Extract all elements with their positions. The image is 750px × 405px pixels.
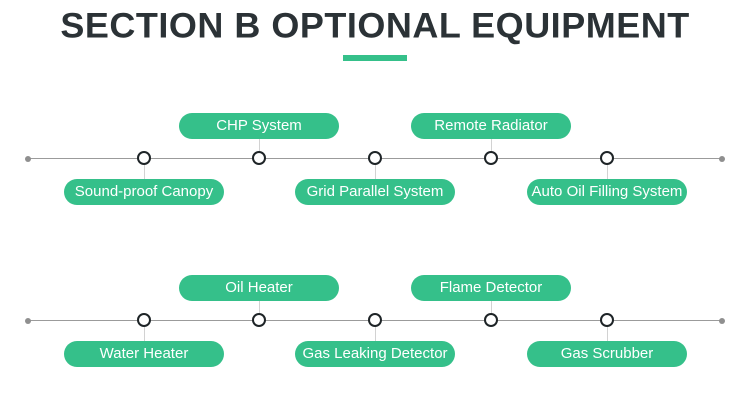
node-circle-icon (600, 313, 614, 327)
node-connector (491, 139, 492, 158)
node-connector (607, 159, 608, 179)
equipment-label: CHP System (179, 113, 339, 139)
node-circle-icon (252, 313, 266, 327)
equipment-label: Remote Radiator (411, 113, 571, 139)
equipment-label: Gas Leaking Detector (295, 341, 455, 367)
timeline-node-chp-system: CHP System (179, 100, 339, 210)
equipment-label: Sound-proof Canopy (64, 179, 224, 205)
node-connector (607, 321, 608, 341)
node-circle-icon (368, 151, 382, 165)
node-connector (375, 321, 376, 341)
timeline-node-gas-leaking-detector: Gas Leaking Detector (295, 262, 455, 372)
node-circle-icon (484, 313, 498, 327)
timeline-node-remote-radiator: Remote Radiator (411, 100, 571, 210)
timeline-endpoint-left (25, 156, 31, 162)
timeline-node-sound-proof-canopy: Sound-proof Canopy (64, 100, 224, 210)
equipment-label: Water Heater (64, 341, 224, 367)
node-circle-icon (600, 151, 614, 165)
equipment-label: Grid Parallel System (295, 179, 455, 205)
equipment-label: Gas Scrubber (527, 341, 687, 367)
node-circle-icon (137, 313, 151, 327)
node-connector (491, 301, 492, 320)
node-connector (259, 139, 260, 158)
node-connector (375, 159, 376, 179)
node-circle-icon (137, 151, 151, 165)
timeline-node-grid-parallel-system: Grid Parallel System (295, 100, 455, 210)
equipment-timeline-row-2: Water Heater Oil Heater Gas Leaking Dete… (0, 262, 750, 372)
node-circle-icon (252, 151, 266, 165)
page-title: SECTION B OPTIONAL EQUIPMENT (60, 5, 690, 46)
node-circle-icon (484, 151, 498, 165)
timeline-endpoint-left (25, 318, 31, 324)
timeline-endpoint-right (719, 156, 725, 162)
equipment-label: Auto Oil Filling System (527, 179, 687, 205)
equipment-label: Flame Detector (411, 275, 571, 301)
node-circle-icon (368, 313, 382, 327)
node-connector (144, 321, 145, 341)
node-connector (259, 301, 260, 320)
title-underline-divider (343, 55, 407, 61)
timeline-endpoint-right (719, 318, 725, 324)
node-connector (144, 159, 145, 179)
timeline-node-oil-heater: Oil Heater (179, 262, 339, 372)
timeline-node-water-heater: Water Heater (64, 262, 224, 372)
timeline-node-flame-detector: Flame Detector (411, 262, 571, 372)
equipment-timeline-row-1: Sound-proof Canopy CHP System Grid Paral… (0, 100, 750, 210)
timeline-node-auto-oil-filling-system: Auto Oil Filling System (527, 100, 687, 210)
timeline-node-gas-scrubber: Gas Scrubber (527, 262, 687, 372)
equipment-label: Oil Heater (179, 275, 339, 301)
